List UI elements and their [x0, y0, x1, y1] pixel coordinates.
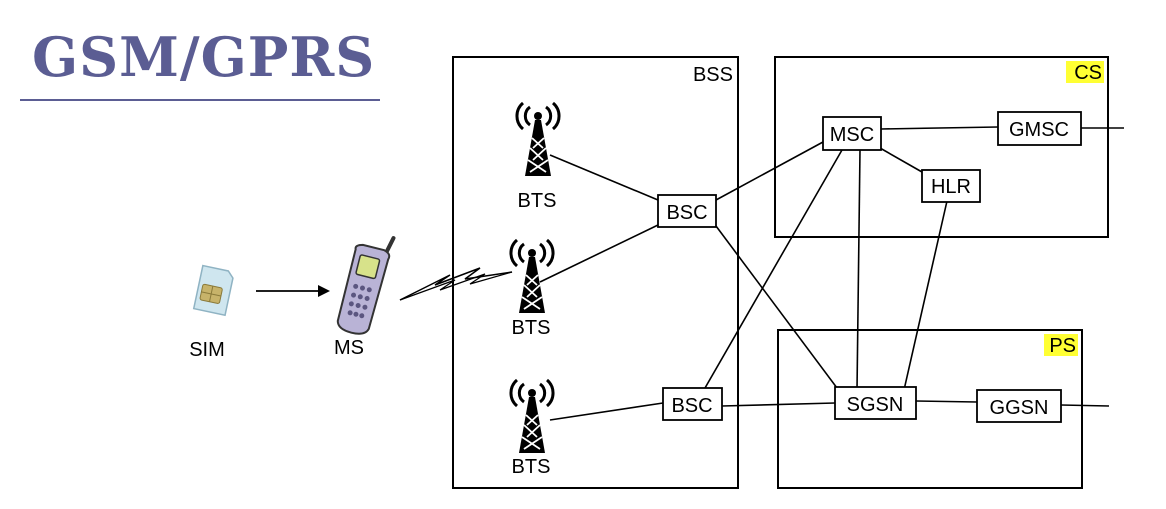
radio-tower-icon	[509, 238, 555, 313]
page-title: GSM/GPRS	[32, 25, 376, 89]
link-msc-gmsc	[880, 126, 999, 130]
ps-label: PS	[1049, 335, 1076, 357]
link-hlr-sgsn	[903, 200, 948, 391]
link-bsc1-msc	[715, 141, 824, 201]
link-msc-sgsn	[856, 149, 861, 391]
radio-tower-icon	[509, 378, 555, 453]
node-bsc-top: BSC	[657, 194, 717, 228]
ps-region	[777, 329, 1083, 489]
node-bsc-bottom: BSC	[662, 387, 723, 421]
bsc-top-label: BSC	[666, 202, 707, 224]
link-bsc1-sgsn	[715, 225, 841, 393]
ps-label-highlight	[1044, 334, 1078, 356]
link-msc-hlr	[879, 147, 923, 173]
bsc-bottom-label: BSC	[671, 395, 712, 417]
link-sgsn-ggsn	[915, 400, 978, 403]
node-hlr: HLR	[921, 169, 981, 203]
bts-2-label: BTS	[512, 317, 551, 339]
radio-link-icon	[399, 271, 513, 301]
node-msc: MSC	[822, 116, 882, 151]
ms-label: MS	[334, 337, 364, 359]
mobile-phone-icon	[336, 236, 396, 335]
bts-3-label: BTS	[512, 456, 551, 478]
link-bsc2-msc	[704, 149, 843, 389]
link-ggsn-external	[1060, 404, 1110, 407]
title-underline	[20, 99, 380, 101]
cs-label-highlight	[1066, 61, 1104, 83]
hlr-label: HLR	[931, 176, 971, 198]
node-ggsn: GGSN	[976, 389, 1062, 423]
link-bts1-bsc1	[549, 154, 659, 201]
link-bts3-bsc2	[549, 402, 664, 421]
connection-lines	[539, 126, 1124, 421]
sim-card-icon	[192, 264, 234, 317]
link-bts2-bsc1	[539, 224, 659, 283]
link-bsc2-sgsn	[721, 402, 836, 407]
cs-region	[774, 56, 1109, 238]
sim-label: SIM	[189, 339, 225, 361]
radio-tower-icon	[515, 101, 561, 176]
bss-label: BSS	[693, 64, 733, 86]
gmsc-label: GMSC	[1009, 119, 1069, 141]
bss-region	[452, 56, 739, 489]
node-sgsn: SGSN	[834, 386, 917, 420]
cs-label: CS	[1074, 62, 1102, 84]
bts-1-label: BTS	[518, 190, 557, 212]
node-gmsc: GMSC	[997, 111, 1082, 146]
arrowhead	[318, 285, 330, 297]
sgsn-label: SGSN	[847, 394, 904, 416]
msc-label: MSC	[830, 124, 874, 146]
ggsn-label: GGSN	[990, 397, 1049, 419]
